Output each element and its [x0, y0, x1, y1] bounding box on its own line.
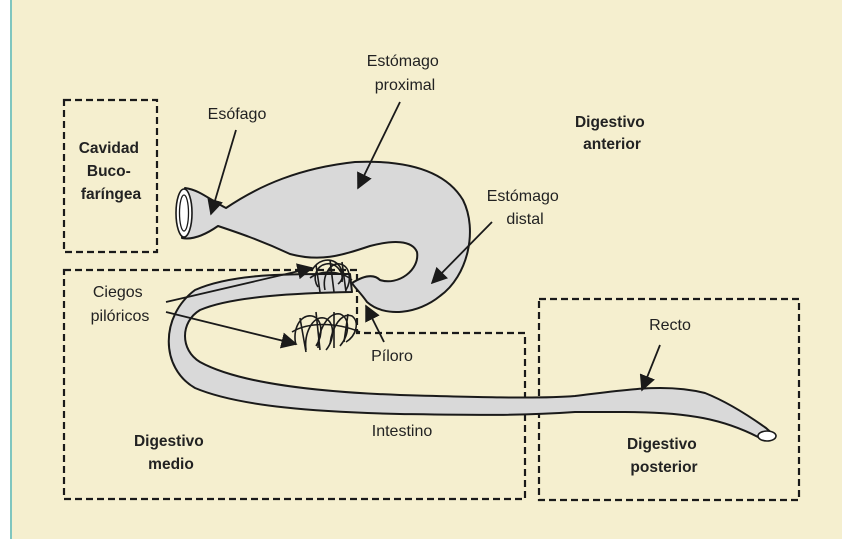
label-esophagus: Esófago	[208, 106, 267, 123]
region-buccopharyngeal-cavity: Cavidad Buco- faríngea	[79, 140, 144, 203]
label-rectum: Recto	[649, 317, 691, 334]
anus-opening	[758, 431, 776, 441]
label-intestine: Intestino	[372, 423, 433, 440]
label-pylorus: Píloro	[371, 348, 413, 365]
esophagus-opening	[176, 189, 192, 237]
